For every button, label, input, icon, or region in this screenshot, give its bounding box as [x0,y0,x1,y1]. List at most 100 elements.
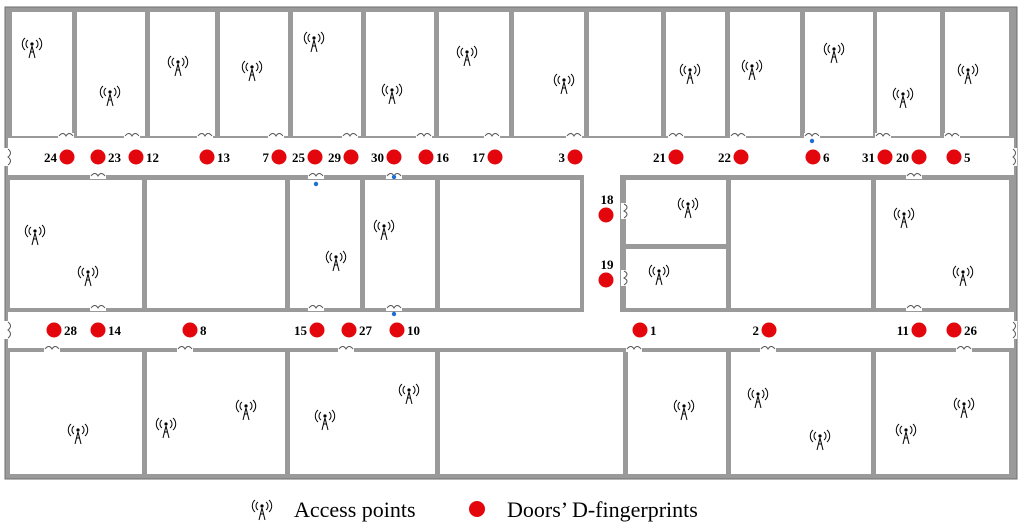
fingerprint-31: 31 [862,149,893,165]
fingerprint-dot [271,149,287,165]
fingerprint-17: 17 [472,149,503,165]
antenna-icon [952,265,974,287]
door [90,173,106,179]
fingerprint-dot [46,322,62,338]
fingerprint-dot [90,322,106,338]
antenna-icon [77,265,99,287]
door [484,133,500,139]
door [621,270,628,286]
access-points [21,31,979,451]
door [906,305,922,311]
doors [4,133,1017,352]
door [177,346,193,352]
door [308,305,324,311]
room [666,12,725,136]
fingerprint-label: 15 [294,323,308,338]
antenna-icon [241,60,263,82]
fingerprint-23: 23 [90,149,122,165]
door [906,173,922,179]
fingerprint-dot [598,207,614,223]
door [626,346,642,352]
fingerprint-22: 22 [718,149,749,165]
fingerprint-dot [59,149,75,165]
room [147,180,285,308]
fingerprint-12: 12 [128,149,159,165]
fingerprint-20: 20 [896,149,927,165]
door [804,133,820,139]
fingerprint-dot [911,149,927,165]
fingerprint-18: 18 [598,192,614,223]
fingerprints-legend-label: Doors’ D-fingerprints [507,497,698,522]
fingerprint-26: 26 [946,322,978,338]
room [626,180,726,244]
fingerprint-dot [598,272,614,288]
fingerprint-28: 28 [46,322,78,338]
door [956,346,972,352]
fingerprint-label: 28 [64,323,78,338]
antenna-icon [957,63,979,85]
door [730,133,746,139]
door [308,173,324,179]
fingerprint-dot [877,149,893,165]
room [731,352,871,474]
fingerprint-label: 7 [263,150,270,165]
fingerprint-27: 27 [341,322,373,338]
antenna-icon [67,423,89,445]
fingerprint-dot [733,149,749,165]
room [10,180,142,308]
access-point-legend-icon [251,499,273,521]
antenna-icon [21,37,43,59]
room [805,12,873,136]
fingerprint-label: 21 [653,150,666,165]
antenna-icon [953,397,975,419]
antenna-icon [155,417,177,439]
antenna-icon [381,83,403,105]
fingerprint-10: 10 [389,322,420,338]
antenna-icon [823,42,845,64]
door [197,133,213,139]
fingerprint-dot [341,322,357,338]
room [730,12,800,136]
fingerprint-label: 29 [328,150,342,165]
fingerprint-label: 2 [753,323,760,338]
room [439,12,509,136]
fingerprint-dot [668,149,684,165]
door [621,203,628,219]
fingerprint-dot [946,149,962,165]
fingerprint-29: 29 [328,149,359,165]
fingerprint-dot [946,322,962,338]
fingerprint-2: 2 [753,322,777,338]
room [77,12,145,136]
antenna-icon [303,31,325,53]
fingerprint-label: 17 [472,150,486,165]
fingerprint-dot [343,149,359,165]
room [365,180,435,308]
door-marker [391,311,397,317]
door [4,148,12,166]
fingerprint-19: 19 [598,257,614,288]
fingerprint-label: 12 [146,150,159,165]
door [875,133,891,139]
fingerprint-3: 3 [559,149,583,165]
antenna-icon [398,383,420,405]
antenna-icon [314,409,336,431]
room [876,352,1009,474]
room [876,180,1009,308]
fingerprint-dot [632,322,648,338]
access-points-legend-label: Access points [294,497,416,522]
fingerprint-21: 21 [653,149,684,165]
fingerprint-dot [761,322,777,338]
antenna-icon [679,63,701,85]
fingerprint-label: 23 [108,150,122,165]
door-marker [313,181,319,187]
room [628,352,726,474]
fingerprint-dot [805,149,821,165]
room [514,12,584,136]
fingerprint-label: 31 [862,150,875,165]
fingerprint-16: 16 [418,149,450,165]
antenna-icon [893,207,915,229]
fingerprint-25: 25 [292,149,323,165]
rooms [8,12,1014,474]
upper-corridor [8,138,1014,175]
